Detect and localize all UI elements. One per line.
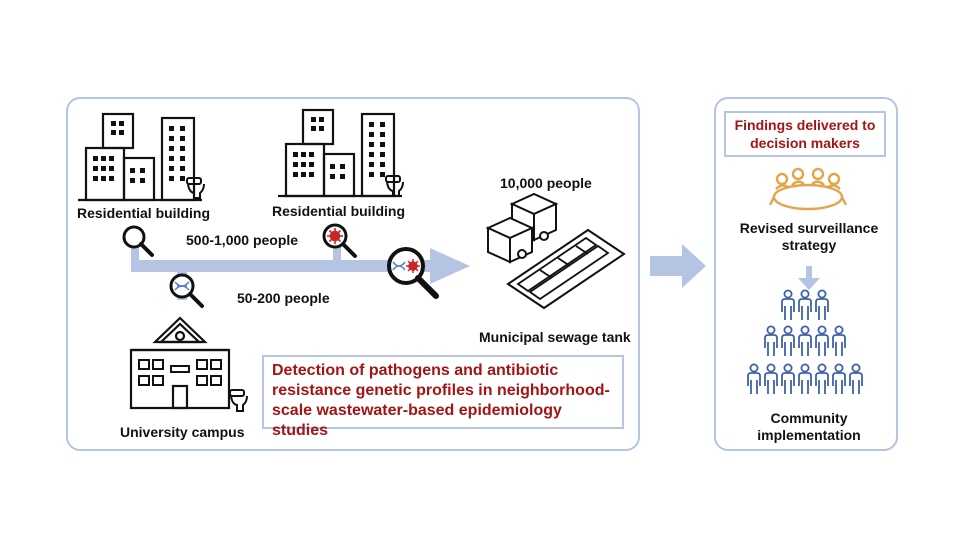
person-icon (798, 289, 812, 320)
virus-icon (327, 228, 343, 244)
residential-building-label: Residential building (77, 205, 211, 221)
detection-line: Detection of pathogens and antibiotic (272, 362, 559, 379)
person-icon (781, 325, 795, 356)
building-icon (278, 108, 402, 198)
person-icon (747, 363, 761, 394)
person-icon (798, 325, 812, 356)
meeting-icon (768, 167, 848, 211)
magnifier-icon (322, 223, 357, 258)
university-campus-label: University campus (120, 424, 245, 440)
community-people (747, 289, 863, 394)
findings-line: decision makers (750, 135, 860, 151)
person-icon (764, 325, 778, 356)
population-building-label: 500-1,000 people (186, 232, 299, 248)
magnifier-icon (122, 225, 154, 257)
findings-box: Findings delivered to decision makers (724, 111, 886, 157)
toilet-icon (229, 389, 248, 412)
building-icon (78, 112, 202, 202)
person-icon (798, 363, 812, 394)
toilet-icon (186, 177, 205, 199)
population-campus-label: 50-200 people (237, 290, 330, 306)
magnifier-icon (169, 273, 204, 308)
municipal-sewage-tank-label: Municipal sewage tank (479, 329, 631, 345)
findings-line: Findings delivered to (734, 117, 876, 133)
detection-line: resistance genetic profiles in neighborh… (272, 382, 610, 399)
population-tank-label: 10,000 people (500, 175, 592, 191)
person-icon (764, 363, 778, 394)
detection-callout: Detection of pathogens and antibiotic re… (262, 355, 624, 439)
person-icon (781, 363, 795, 394)
school-icon (129, 316, 231, 410)
dna-icon (392, 261, 406, 271)
person-icon (815, 363, 829, 394)
toilet-icon (385, 175, 404, 197)
tank-icon (485, 192, 626, 310)
revised-strategy-label: Revised surveillance strategy (724, 220, 894, 254)
person-icon (815, 325, 829, 356)
virus-icon (406, 259, 420, 273)
person-icon (832, 363, 846, 394)
person-icon (849, 363, 863, 394)
person-icon (832, 325, 846, 356)
person-icon (815, 289, 829, 320)
community-line: implementation (757, 427, 861, 443)
magnifier-icon (387, 247, 439, 299)
revised-line: Revised surveillance (739, 220, 879, 236)
community-implementation-label: Community implementation (724, 410, 894, 444)
residential-building-label: Residential building (272, 203, 406, 219)
community-line: Community (770, 410, 848, 426)
detection-line: scale wastewater-based epidemiology stud… (272, 402, 562, 439)
dna-icon (174, 281, 190, 291)
person-icon (781, 289, 795, 320)
revised-line: strategy (781, 237, 837, 253)
